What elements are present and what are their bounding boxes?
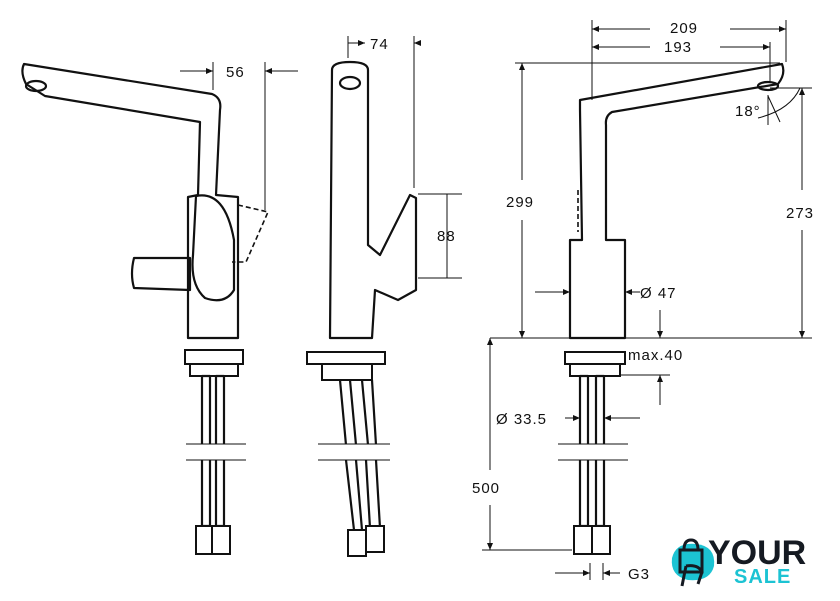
logo-text-sale: SALE bbox=[734, 566, 792, 588]
side-view-left bbox=[21, 62, 270, 555]
dim-273: 273 bbox=[786, 205, 814, 222]
dim-diameter-47: Ø 47 bbox=[640, 285, 677, 302]
dim-diameter-33-5: Ø 33.5 bbox=[496, 411, 547, 428]
dim-56: 56 bbox=[226, 64, 245, 81]
side-view-front: 74 88 bbox=[306, 36, 462, 557]
dim-74: 74 bbox=[370, 36, 389, 53]
logo-text-your: YOUR bbox=[708, 534, 807, 572]
dim-max-40: max.40 bbox=[628, 347, 683, 364]
dim-209: 209 bbox=[670, 20, 698, 37]
your-sale-logo: YOUR SALE bbox=[668, 534, 808, 592]
dim-88: 88 bbox=[437, 228, 456, 245]
side-view-right bbox=[558, 62, 785, 555]
dim-299: 299 bbox=[506, 194, 534, 211]
dim-18-degree: 18° bbox=[735, 103, 761, 120]
dim-500: 500 bbox=[472, 480, 500, 497]
shopping-bag-hand-icon bbox=[671, 538, 715, 587]
dim-thread-g3: G3 bbox=[628, 566, 650, 583]
dim-193: 193 bbox=[664, 39, 692, 56]
